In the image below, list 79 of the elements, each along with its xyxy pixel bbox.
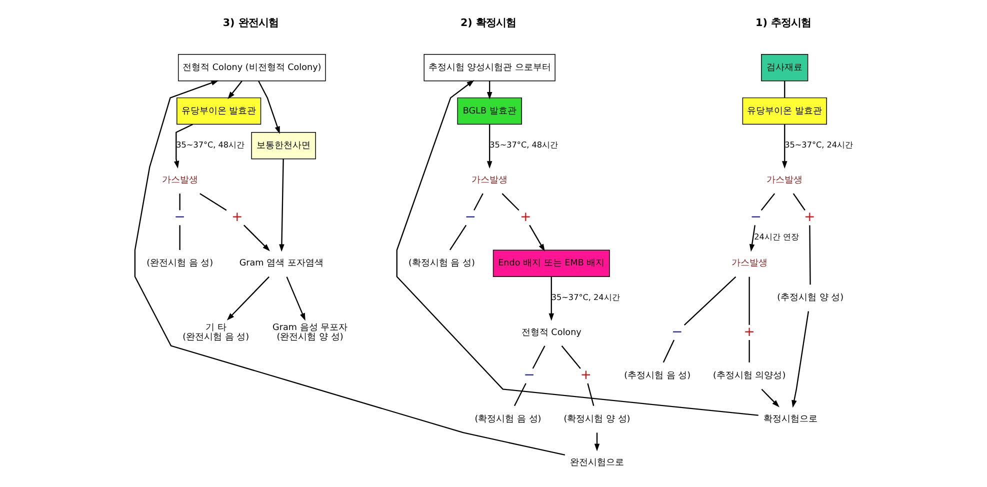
node-text: (추정시험 음 성) bbox=[624, 371, 690, 382]
arrow bbox=[173, 124, 193, 169]
connector bbox=[683, 276, 736, 326]
label: 2) 확정시험 bbox=[460, 17, 516, 30]
edge-label: 35~37°C, 48시간 bbox=[489, 140, 558, 150]
node-box: BGLB 발효관 bbox=[456, 97, 522, 125]
node-text: + bbox=[743, 324, 754, 340]
node-box: 유당부이온 발효관 bbox=[742, 97, 826, 125]
node-text: + bbox=[580, 368, 592, 384]
arrow bbox=[548, 276, 554, 321]
connector bbox=[748, 276, 750, 325]
node-text: (확정시험 양 성) bbox=[563, 414, 630, 425]
node-text: 가스발생 bbox=[730, 258, 767, 269]
node-text: + bbox=[520, 210, 531, 225]
node-text: − bbox=[671, 324, 682, 340]
connector bbox=[513, 383, 526, 406]
arrow bbox=[528, 224, 544, 252]
arrow bbox=[791, 311, 809, 408]
connector bbox=[178, 194, 180, 210]
node-text: Gram 염색 포자염색 bbox=[238, 258, 323, 269]
connector bbox=[560, 345, 580, 369]
node-text: 기 타 (완전시험 음 성) bbox=[182, 323, 249, 343]
connector bbox=[748, 340, 750, 362]
node-text: − bbox=[464, 210, 476, 225]
node-text: + bbox=[231, 210, 242, 225]
connector bbox=[662, 340, 674, 363]
edge-label: 35~37°C, 24시간 bbox=[784, 140, 853, 150]
node-text: 전형적 Colony bbox=[520, 328, 581, 338]
arrow bbox=[760, 388, 779, 408]
node-text: + bbox=[804, 210, 815, 225]
arrow bbox=[594, 432, 600, 452]
connector bbox=[473, 193, 483, 211]
node-box: 전형적 Colony (비전형적 Colony) bbox=[177, 54, 326, 82]
arrow bbox=[243, 224, 270, 252]
arrow bbox=[134, 80, 565, 456]
connector bbox=[586, 383, 594, 406]
arrow bbox=[486, 124, 492, 169]
edge-label: 35~37°C, 24시간 bbox=[550, 292, 620, 302]
node-text: (확정시험 음 성) bbox=[474, 414, 541, 425]
arrow bbox=[258, 80, 280, 134]
node-text: − bbox=[174, 210, 185, 225]
arrow bbox=[748, 225, 755, 252]
node-text: 가스발생 bbox=[161, 176, 198, 186]
node-text: 가스발생 bbox=[471, 176, 508, 186]
arrow bbox=[278, 159, 284, 252]
label: 3) 완전시험 bbox=[222, 17, 278, 30]
arrow bbox=[486, 80, 492, 100]
node-box: 보통한천사면 bbox=[250, 132, 316, 160]
label: 1) 추정시험 bbox=[755, 17, 811, 30]
node-box: 유당부이온 발효관 bbox=[176, 97, 261, 125]
connector bbox=[448, 224, 466, 250]
node-box: 추정시험 양성시험관 으로부터 bbox=[423, 54, 555, 82]
arrow bbox=[286, 276, 305, 321]
node-text: (확정시험 음 성) bbox=[408, 258, 474, 269]
arrow bbox=[396, 80, 758, 416]
edge-label: 24시간 연장 bbox=[754, 232, 798, 242]
arrow bbox=[782, 124, 787, 169]
node-text: (추정시험 의양성) bbox=[712, 371, 786, 382]
node-text: (추정시험 양 성) bbox=[776, 293, 844, 304]
connector bbox=[501, 193, 519, 211]
connector bbox=[532, 346, 545, 369]
node-box: 검사재료 bbox=[760, 54, 808, 82]
node-text: − bbox=[750, 210, 761, 225]
edge-label: 35~37°C, 48시간 bbox=[176, 140, 244, 150]
node-box: Endo 배지 또는 EMB 배지 bbox=[492, 250, 610, 277]
node-text: (완전시험 음 성) bbox=[146, 258, 213, 269]
node-text: 가스발생 bbox=[766, 176, 802, 186]
connector bbox=[178, 225, 180, 250]
arrow bbox=[227, 80, 242, 100]
arrow bbox=[226, 276, 269, 320]
node-text: 확정시험으로 bbox=[763, 414, 818, 425]
connector bbox=[784, 80, 785, 98]
connector bbox=[792, 193, 805, 211]
node-text: − bbox=[523, 368, 534, 384]
connector bbox=[808, 225, 810, 285]
connector bbox=[199, 193, 226, 211]
node-text: Gram 음성 무포자 (완전시험 양 성) bbox=[272, 323, 348, 343]
node-text: 완전시험으로 bbox=[570, 458, 624, 468]
connector bbox=[760, 193, 775, 211]
